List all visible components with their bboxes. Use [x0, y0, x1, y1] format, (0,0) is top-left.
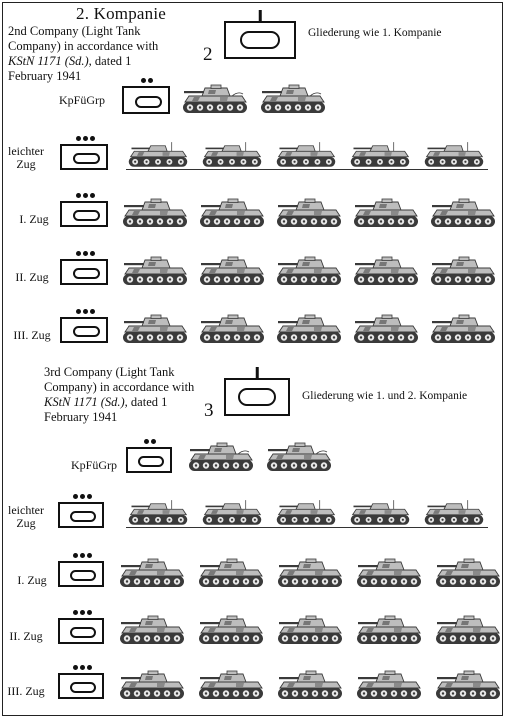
tank-icon: [353, 556, 425, 595]
company-2-caption-kstn: KStN 1171 (Sd.): [8, 54, 89, 68]
tank-icon: [120, 196, 190, 235]
tank-icon: [432, 668, 504, 707]
tank-icon: [195, 613, 267, 652]
company-2-caption-text-2: , dated 1 February 1941: [8, 54, 132, 83]
tank-icon: [258, 82, 328, 121]
tank-icon: [126, 496, 190, 533]
company-2-caption-text-1: 2nd Company (Light Tank Company) in acco…: [8, 24, 159, 53]
ground-line: [126, 527, 488, 528]
company-2-caption: 2nd Company (Light Tank Company) in acco…: [8, 24, 178, 84]
tank-icon: [274, 138, 338, 175]
tank-icon: [351, 312, 421, 351]
tank-icon: [200, 138, 264, 175]
company-3-note: Gliederung wie 1. und 2. Kompanie: [302, 390, 468, 402]
platoon-symbol-2: [58, 553, 104, 587]
tank-icon: [422, 138, 486, 175]
tank-icon: [197, 312, 267, 351]
row-label-2: I. Zug: [19, 212, 49, 226]
row-label-0: KpFüGrp: [58, 93, 105, 107]
platoon-symbol-0: [126, 439, 172, 473]
tank-icon: [351, 196, 421, 235]
company-2-note: Gliederung wie 1. Kompanie: [308, 27, 442, 39]
tank-icon: [422, 496, 486, 533]
platoon-symbol-4: [58, 665, 104, 699]
company-3-number: 3: [204, 400, 214, 421]
tank-icon: [274, 312, 344, 351]
page-title: 2. Kompanie: [76, 4, 167, 23]
unit-size-dots: [144, 437, 158, 446]
unit-size-dots: [141, 76, 155, 85]
unit-size-dots: [76, 134, 97, 143]
unit-size-dots: [73, 551, 94, 560]
unit-size-dots: [73, 608, 94, 617]
tank-icon: [428, 312, 498, 351]
tank-icon: [200, 496, 264, 533]
tank-icon: [432, 556, 504, 595]
tank-icon: [428, 254, 498, 293]
unit-size-dots: [76, 249, 97, 258]
unit-size-dots: [73, 663, 94, 672]
tank-icon: [197, 196, 267, 235]
row-label-3: II. Zug: [9, 629, 43, 643]
row-label-4: III. Zug: [13, 328, 51, 342]
tank-icon: [428, 196, 498, 235]
company-3-caption-text-2: , dated 1 February 1941: [44, 395, 168, 424]
company-3-caption-kstn: KStN 1171 (Sd.): [44, 395, 125, 409]
tank-icon: [180, 82, 250, 121]
tank-icon: [116, 556, 188, 595]
tank-icon: [348, 496, 412, 533]
tank-icon: [274, 613, 346, 652]
company-3-caption: 3rd Company (Light Tank Company) in acco…: [44, 365, 214, 425]
tank-icon: [274, 668, 346, 707]
unit-size-dots: [73, 492, 94, 501]
row-label-1: leichter Zug: [8, 503, 44, 530]
platoon-symbol-0: [122, 78, 170, 114]
tank-icon: [353, 668, 425, 707]
tank-icon: [351, 254, 421, 293]
platoon-symbol-1: [58, 494, 104, 528]
platoon-symbol-1: [60, 136, 108, 170]
platoon-symbol-2: [60, 193, 108, 227]
row-label-2: I. Zug: [17, 573, 47, 587]
tank-icon: [274, 496, 338, 533]
tank-icon: [116, 613, 188, 652]
tank-icon: [274, 254, 344, 293]
row-label-0: KpFüGrp: [70, 458, 117, 472]
tank-icon: [186, 440, 256, 479]
tank-icon: [348, 138, 412, 175]
platoon-symbol-3: [58, 610, 104, 644]
tank-icon: [274, 196, 344, 235]
tank-icon: [353, 613, 425, 652]
platoon-symbol-4: [60, 309, 108, 343]
tank-icon: [197, 254, 267, 293]
row-label-4: III. Zug: [7, 684, 45, 698]
unit-size-dots: [76, 191, 97, 200]
tank-icon: [116, 668, 188, 707]
tank-icon: [120, 312, 190, 351]
company-3-caption-text-1: 3rd Company (Light Tank Company) in acco…: [44, 365, 195, 394]
tank-icon: [274, 556, 346, 595]
ground-line: [126, 169, 488, 170]
company-2-unit-symbol: [224, 10, 296, 59]
page-frame: [2, 2, 503, 716]
tank-icon: [126, 138, 190, 175]
tank-icon: [195, 556, 267, 595]
platoon-symbol-3: [60, 251, 108, 285]
row-label-1: leichter Zug: [8, 144, 44, 171]
tank-icon: [195, 668, 267, 707]
company-2-number: 2: [203, 44, 213, 65]
tank-icon: [120, 254, 190, 293]
row-label-3: II. Zug: [15, 270, 49, 284]
unit-size-dots: [76, 307, 97, 316]
tank-icon: [264, 440, 334, 479]
company-3-unit-symbol: [224, 367, 290, 416]
tank-icon: [432, 613, 504, 652]
